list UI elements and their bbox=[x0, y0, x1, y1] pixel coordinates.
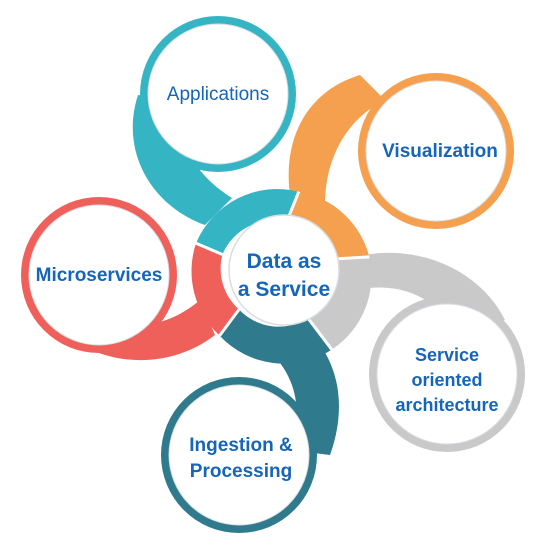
applications-label: Applications bbox=[167, 84, 269, 105]
node-microservices: Microservices bbox=[21, 197, 177, 353]
node-ingestion-processing: Ingestion & Processing bbox=[161, 377, 317, 533]
node-visualization: Visualization bbox=[358, 73, 514, 229]
visualization-tail bbox=[288, 75, 385, 205]
center-title-line-2: a Service bbox=[238, 278, 330, 301]
center-disk bbox=[228, 214, 340, 326]
ring-segment-visualization bbox=[286, 191, 370, 260]
node-service-oriented-architecture: Service oriented architecture bbox=[369, 296, 525, 452]
ingestion-label-line-1: Ingestion & bbox=[189, 435, 293, 456]
ring-segment-ingestion bbox=[219, 309, 332, 364]
ring-segment-applications bbox=[196, 189, 299, 255]
node-applications: Applications bbox=[140, 16, 296, 172]
soa-label-line-3: architecture bbox=[395, 395, 498, 415]
microservices-label: Microservices bbox=[36, 265, 163, 286]
ring-segment-microservices bbox=[191, 243, 239, 336]
soa-label-line-2: oriented bbox=[411, 370, 482, 390]
ingestion-label-line-2: Processing bbox=[190, 461, 292, 482]
visualization-label: Visualization bbox=[382, 141, 498, 162]
ring-segment-soa bbox=[308, 256, 372, 350]
soa-label-line-1: Service bbox=[415, 345, 479, 365]
center-title-line-1: Data as bbox=[247, 250, 322, 273]
